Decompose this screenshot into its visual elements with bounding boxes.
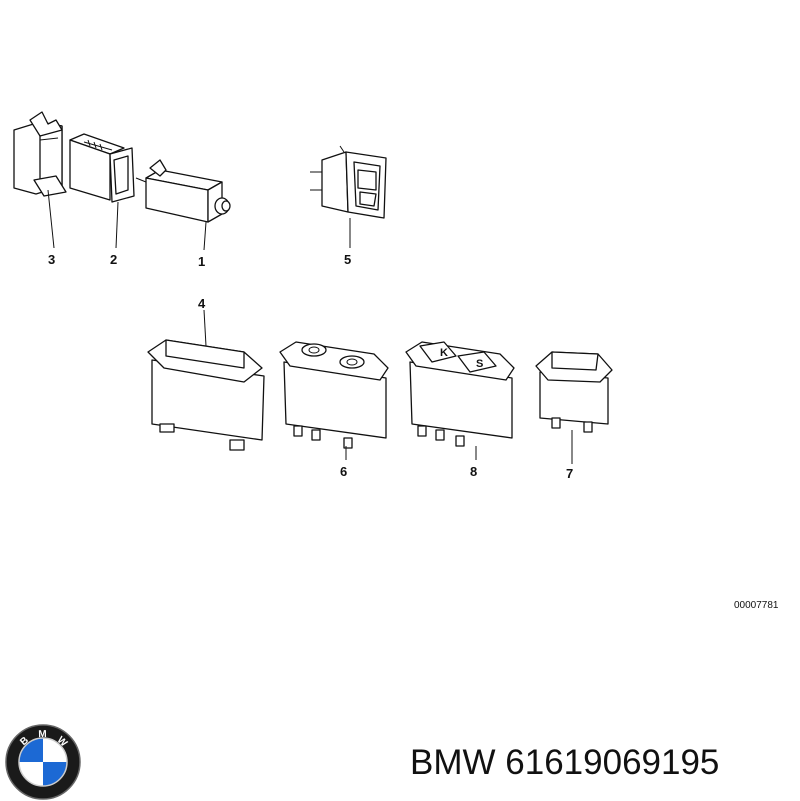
part-7-small-button [535, 351, 613, 433]
button-letter-s: S [476, 358, 483, 370]
part-6-dual-button [279, 341, 389, 449]
callout-4: 4 [198, 296, 206, 311]
caption-brand: BMW [410, 743, 496, 782]
part-3-clip [13, 111, 67, 197]
reference-code: 00007781 [734, 600, 779, 611]
logo-letter-m: M [38, 729, 47, 740]
part-1-switch [135, 159, 231, 223]
callout-5: 5 [344, 252, 351, 267]
leader-lines [47, 189, 573, 464]
callout-7: 7 [566, 466, 573, 481]
parts-diagram: K S 3 2 1 5 4 6 8 7 00007781 [13, 111, 779, 611]
callout-6: 6 [340, 464, 347, 479]
svg-text:M: M [38, 729, 47, 740]
callout-1: 1 [198, 254, 205, 269]
button-letter-k: K [440, 347, 448, 359]
caption-part-number: 61619069195 [505, 743, 720, 782]
part-8-ks-button: K S [405, 341, 515, 447]
bmw-logo: B M W [5, 724, 81, 800]
part-5-rocker [310, 145, 387, 219]
callout-2: 2 [110, 252, 117, 267]
callout-8: 8 [470, 464, 477, 479]
part-2-frame [69, 133, 135, 203]
callout-3: 3 [48, 252, 55, 267]
part-4-button [147, 339, 265, 451]
part-caption: BMW 61619069195 [410, 738, 790, 788]
